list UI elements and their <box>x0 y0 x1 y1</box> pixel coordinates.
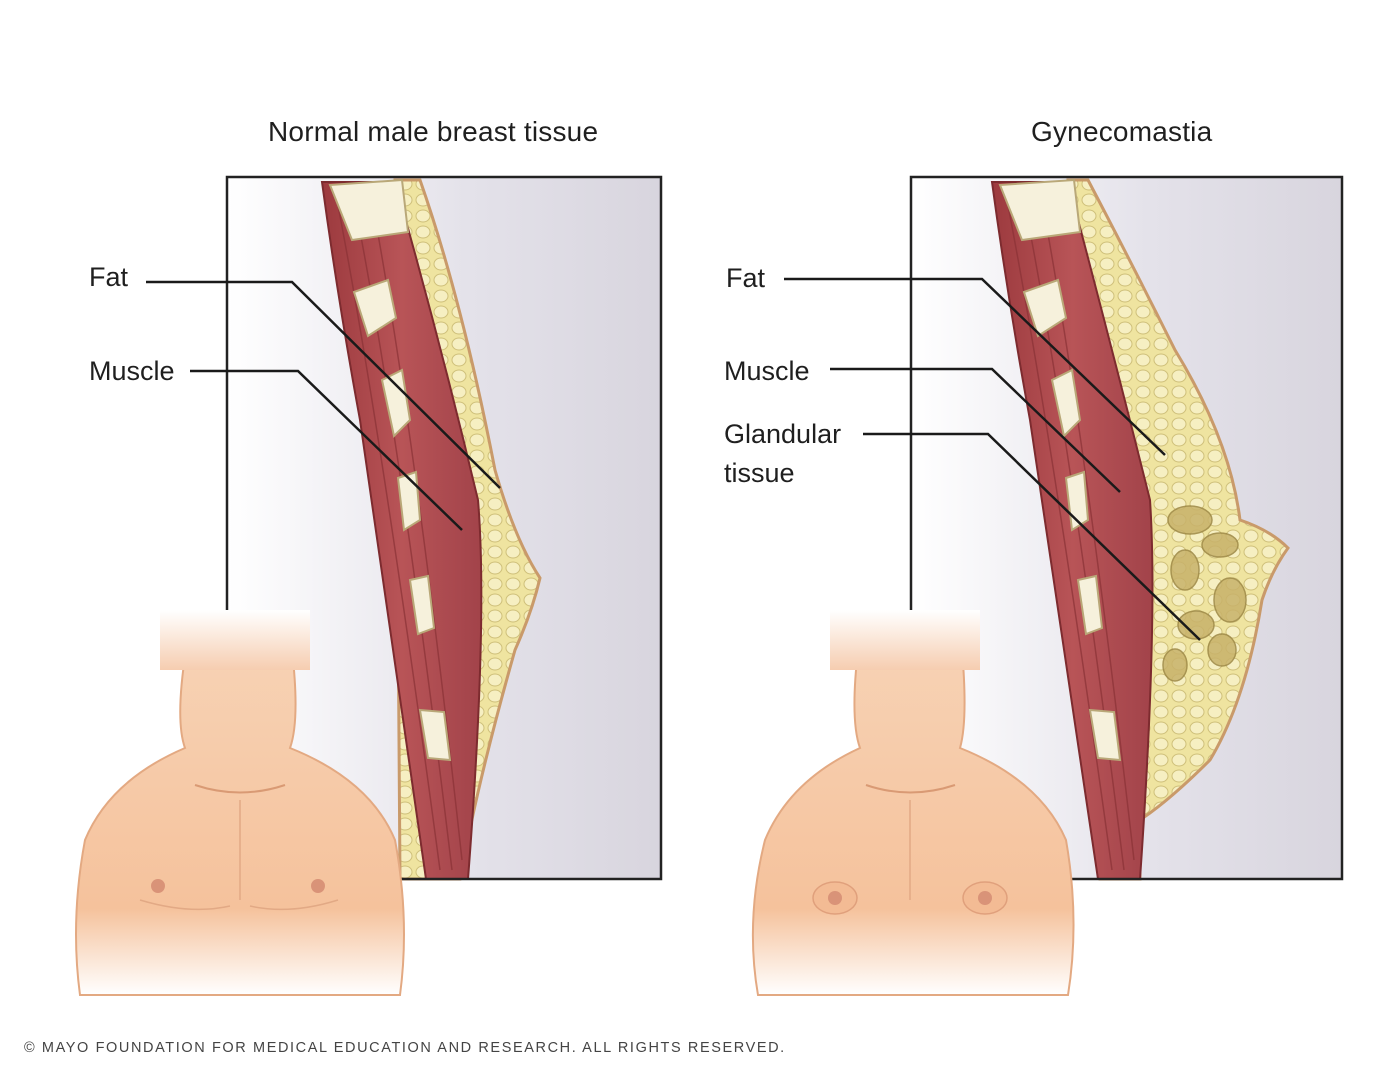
right-muscle-label: Muscle <box>724 356 810 386</box>
right-ribs <box>998 178 1122 762</box>
left-fat-leader <box>146 280 501 489</box>
left-muscle-leader <box>190 369 463 531</box>
right-panel <box>751 175 1344 996</box>
copyright-notice: © MAYO FOUNDATION FOR MEDICAL EDUCATION … <box>24 1040 786 1056</box>
right-panel-title: Gynecomastia <box>1031 116 1213 147</box>
right-muscle-leader <box>830 367 1121 493</box>
right-fat-leader <box>784 277 1166 456</box>
left-muscle-label: Muscle <box>89 356 175 386</box>
right-glandular-label-line1: Glandular <box>724 419 842 449</box>
right-torso <box>751 610 1075 996</box>
right-leader-lines <box>784 277 1201 641</box>
left-ribs <box>328 178 452 762</box>
right-glandular-tissue <box>1162 505 1247 682</box>
left-panel-frame <box>225 175 663 881</box>
right-fat-label: Fat <box>726 263 766 293</box>
left-fat-label: Fat <box>89 262 129 292</box>
right-glandular-leader <box>863 432 1201 641</box>
left-torso <box>75 610 405 996</box>
left-leader-lines <box>146 280 501 531</box>
left-panel-title: Normal male breast tissue <box>268 116 599 147</box>
right-glandular-label-line2: tissue <box>724 458 795 488</box>
left-panel <box>75 175 663 996</box>
right-panel-frame <box>909 175 1344 881</box>
